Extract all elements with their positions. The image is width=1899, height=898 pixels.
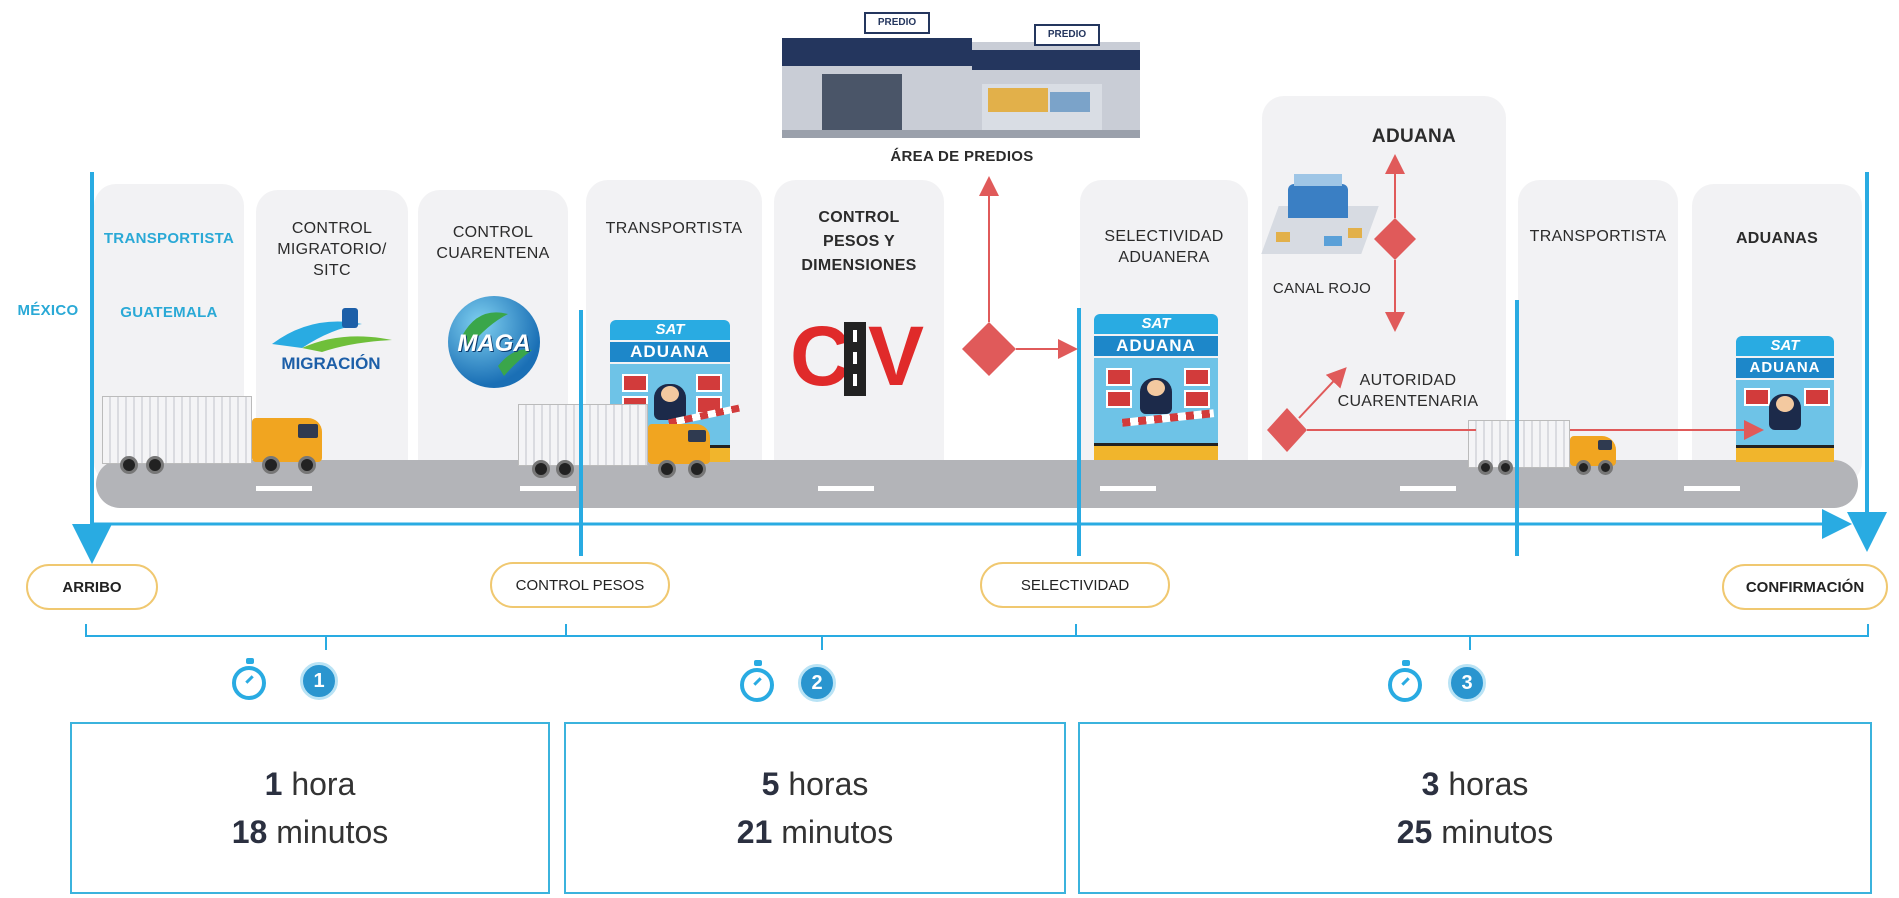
selectividad-aduanera-label: SELECTIVIDAD ADUANERA [1104, 228, 1224, 266]
canal-rojo-label: CANAL ROJO [1272, 280, 1372, 297]
transportista-label-2: TRANSPORTISTA [1529, 228, 1667, 245]
guatemala-label: GUATEMALA [120, 304, 218, 321]
road [96, 460, 1858, 508]
aduana-sign: ADUANA [1736, 358, 1834, 378]
aduana-title: ADUANA [1371, 126, 1457, 147]
brace-1 [85, 624, 567, 637]
maga-leaf-icon [462, 312, 532, 376]
sat-logo: SAT [610, 320, 730, 340]
aduana-facility-illustration [1261, 172, 1379, 258]
migracion-logo: MIGRACIÓN [262, 304, 400, 380]
time-hours: 1 hora [264, 766, 356, 802]
control-pesos-dimensiones-label: CONTROL PESOS Y DIMENSIONES [801, 209, 917, 274]
truck-icon [1468, 420, 1618, 476]
sat-logo: SAT [1094, 314, 1218, 334]
time-minutes: 21 minutos [736, 814, 894, 850]
road-dash [520, 486, 576, 491]
time-minutes: 25 minutos [1396, 814, 1554, 850]
civ-c-letter: C [790, 309, 851, 403]
migracion-swoosh-icon [272, 308, 392, 352]
mexico-label: MÉXICO [17, 302, 79, 319]
stopwatch-icon [740, 660, 774, 702]
stopwatch-icon [1388, 660, 1422, 702]
sat-aduana-booth-3: SAT ADUANA [1736, 336, 1834, 462]
time-box-1: 1 hora 18 minutos [70, 722, 550, 894]
autoridad-cuarentenaria-label: AUTORIDAD CUARENTENARIA [1337, 372, 1479, 410]
road-dash [1100, 486, 1156, 491]
milestone-control-pesos: CONTROL PESOS [490, 562, 670, 608]
time-box-3: 3 horas 25 minutos [1078, 722, 1872, 894]
milestone-confirmacion: CONFIRMACIÓN [1722, 564, 1888, 610]
predio-sign-1: PREDIO [864, 12, 930, 34]
truck-icon [102, 396, 324, 474]
sat-logo: SAT [1736, 336, 1834, 356]
aduana-sign: ADUANA [610, 342, 730, 362]
maga-logo-text: MAGA [457, 330, 531, 357]
predios-building-illustration: PREDIO PREDIO [782, 8, 1140, 140]
step-number-3: 3 [1448, 664, 1486, 702]
maga-logo: MAGA [448, 296, 540, 388]
aduanas-label: ADUANAS [1735, 230, 1819, 247]
civ-v-letter: V [868, 309, 925, 403]
truck-icon [518, 404, 712, 478]
brace-2 [565, 624, 1077, 637]
brace-3 [1075, 624, 1869, 637]
migracion-logo-text: MIGRACIÓN [281, 354, 381, 373]
transportista-label-1: TRANSPORTISTA [605, 220, 743, 237]
transportista-guatemala-label: TRANSPORTISTA [103, 230, 235, 247]
road-dash [1684, 486, 1740, 491]
time-hours: 5 horas [761, 766, 869, 802]
civ-logo: C V [790, 314, 924, 398]
control-cuarentena-label: CONTROL CUARENTENA [436, 224, 550, 262]
stopwatch-icon [232, 658, 266, 700]
aduana-sign: ADUANA [1094, 336, 1218, 356]
milestone-arribo: ARRIBO [26, 564, 158, 610]
civ-road-icon [844, 322, 866, 396]
area-predios-label: ÁREA DE PREDIOS [890, 148, 1034, 165]
time-minutes: 18 minutos [231, 814, 389, 850]
decision-diamond [962, 322, 1016, 376]
time-box-2: 5 horas 21 minutos [564, 722, 1066, 894]
road-dash [818, 486, 874, 491]
sat-aduana-booth-2: SAT ADUANA [1094, 314, 1218, 460]
road-dash [256, 486, 312, 491]
time-hours: 3 horas [1421, 766, 1529, 802]
road-dash [1400, 486, 1456, 491]
milestone-selectividad: SELECTIVIDAD [980, 562, 1170, 608]
step-number-1: 1 [300, 662, 338, 700]
step-number-2: 2 [798, 664, 836, 702]
predio-sign-2: PREDIO [1034, 24, 1100, 46]
control-migratorio-label: CONTROL MIGRATORIO/ SITC [277, 220, 387, 279]
